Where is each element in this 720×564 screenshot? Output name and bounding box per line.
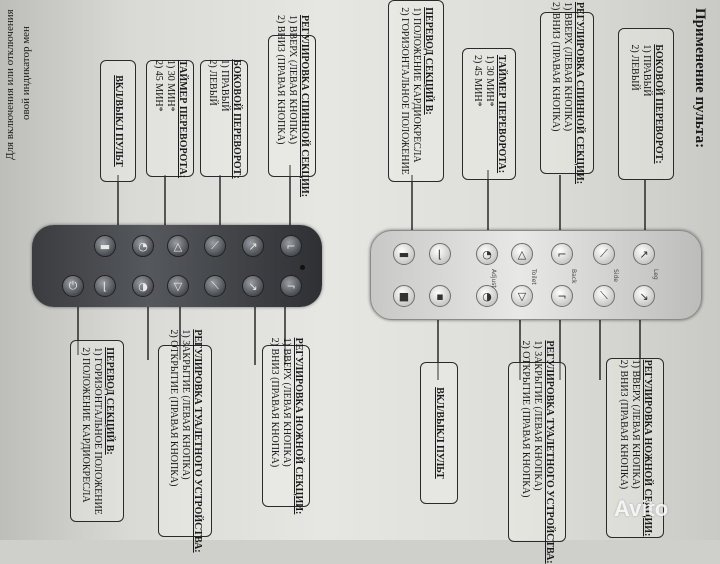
callout-line: 2) ЛЕВЫЙ — [629, 44, 640, 91]
section-cardio-button-dark[interactable]: ⌊ — [94, 275, 116, 297]
callout-line: 1) ГОРИЗОНТАЛЬНОЕ ПОЛОЖЕНИЕ — [92, 347, 103, 515]
callout-power-left: ВКЛ/ВЫКЛ ПУЛЬТ — [100, 60, 136, 182]
leg-down-button[interactable]: ↘ — [633, 285, 655, 307]
callout-title: ТАЙМЕР ПЕРЕВОРОТА: — [177, 59, 188, 178]
label-back: Back — [570, 269, 577, 284]
timer-45-button-dark[interactable]: ◑ — [132, 275, 154, 297]
label-toilet: Toilet — [530, 269, 537, 285]
timer-30-button[interactable]: ◔ — [476, 243, 498, 265]
callout-line: 1) ЗАКРЫТИЕ (ЛЕВАЯ КНОПКА) — [532, 340, 543, 491]
callout-title: РЕГУЛИРОВКА СПИННОЙ СЕКЦИИ: — [299, 14, 310, 198]
callout-line: 2) ОТКРЫТИЕ (ПРАВАЯ КНОПКА) — [520, 340, 531, 498]
callout-line: 2) ПОЛОЖЕНИЕ КАРДИОКРЕСЛА — [80, 347, 91, 503]
label-side: Side — [612, 269, 619, 282]
leg-down-button-dark[interactable]: ↘ — [242, 275, 264, 297]
side-left-button-dark[interactable]: ⟍ — [204, 275, 226, 297]
remote-light: ▬ ■ ⌊ ▪ ◔ ◑ △ ▽ ⌐ ¬ ⟋ ⟍ ↗ ↘ Adjust Toile… — [370, 230, 702, 320]
callout-back-section-left: РЕГУЛИРОВКА СПИННОЙ СЕКЦИИ: 1) ВВЕРХ (ЛЕ… — [268, 15, 316, 197]
label-adjust: Adjust — [490, 269, 497, 288]
remote-dark: ⏻ ▬ ⌊ ◔ ◑ △ ▽ ⟋ ⟍ ↗ ↘ ⌐ ¬ — [32, 225, 322, 307]
back-down-button-dark[interactable]: ¬ — [280, 275, 302, 297]
callout-line: 1) ВВЕРХ (ЛЕВАЯ КНОПКА) — [287, 14, 298, 145]
callout-side-turn: БОКОВОЙ ПЕРЕВОРОТ: 1) ПРАВЫЙ 2) ЛЕВЫЙ — [618, 28, 674, 180]
callout-title: ТАЙМЕР ПЕРЕВОРОТА: — [496, 54, 507, 174]
callout-line: 1) ПРАВЫЙ — [641, 44, 652, 97]
section-flat-button-dark[interactable]: ▬ — [94, 235, 116, 257]
indicator-light — [300, 265, 305, 270]
callout-leg-section: РЕГУЛИРОВКА НОЖНОЙ СЕКЦИИ: 1) ВВЕРХ (ЛЕВ… — [606, 358, 664, 538]
callout-title: РЕГУЛИРОВКА ТУАЛЕТНОГО УСТРОЙСТВА: — [544, 340, 555, 564]
back-up-button-dark[interactable]: ⌐ — [280, 235, 302, 257]
callout-title: ПЕРЕВОД СЕКЦИЙ В: — [104, 347, 115, 455]
side-left-button[interactable]: ⟍ — [593, 285, 615, 307]
callout-power: ВКЛ/ВЫКЛ ПУЛЬТ — [420, 362, 458, 504]
callout-title: ВКЛ/ВЫКЛ ПУЛЬТ — [434, 387, 445, 479]
callout-title: ВКЛ/ВЫКЛ ПУЛЬТ — [113, 75, 124, 167]
toilet-close-button-dark[interactable]: △ — [167, 235, 189, 257]
power-button[interactable]: ▬ — [393, 243, 415, 265]
leg-up-button[interactable]: ↗ — [633, 243, 655, 265]
callout-back-section: РЕГУЛИРОВКА СПИННОЙ СЕКЦИИ: 1) ВВЕРХ (ЛЕ… — [540, 2, 594, 184]
callout-timer-left: ТАЙМЕР ПЕРЕВОРОТА: 1) 30 МИН* 2) 45 МИН* — [146, 59, 194, 178]
timer-30-button-dark[interactable]: ◔ — [132, 235, 154, 257]
callout-line: 2) 45 МИН* — [472, 54, 483, 107]
callout-line: 2) ВНИЗ (ПРАВАЯ КНОПКА) — [269, 337, 280, 468]
callout-line: 1) ПРАВЫЙ — [219, 58, 230, 111]
callout-line: 2) 45 МИН* — [153, 59, 164, 112]
callout-title: РЕГУЛИРОВКА НОЖНОЙ СЕКЦИИ: — [293, 337, 304, 515]
callout-line: 2) ЛЕВЫЙ — [207, 58, 218, 106]
avito-watermark: Avito — [614, 496, 669, 521]
callout-title: РЕГУЛИРОВКА СПИННОЙ СЕКЦИИ: — [574, 1, 585, 185]
power-button-dark[interactable]: ⏻ — [62, 275, 84, 297]
toilet-close-button[interactable]: △ — [511, 243, 533, 265]
callout-toilet-left: РЕГУЛИРОВКА ТУАЛЕТНОГО УСТРОЙСТВА: 1) ЗА… — [158, 329, 212, 553]
callout-section-move-left: ПЕРЕВОД СЕКЦИЙ В: 1) ГОРИЗОНТАЛЬНОЕ ПОЛО… — [70, 340, 124, 522]
callout-title: БОКОВОЙ ПЕРЕВОРОТ: — [653, 44, 664, 164]
timer-45-button[interactable]: ◑ — [476, 285, 498, 307]
toilet-open-button[interactable]: ▽ — [511, 285, 533, 307]
callout-title: БОКОВОЙ ПЕРЕВОРОТ: — [231, 58, 242, 179]
callout-toilet: РЕГУЛИРОВКА ТУАЛЕТНОГО УСТРОЙСТВА: 1) ЗА… — [508, 340, 566, 564]
callout-title: ПЕРЕВОД СЕКЦИЙ В: — [423, 7, 434, 115]
toilet-open-button-dark[interactable]: ▽ — [167, 275, 189, 297]
callout-line: 2) ОТКРЫТИЕ (ПРАВАЯ КНОПКА) — [168, 329, 179, 487]
callout-section-move: ПЕРЕВОД СЕКЦИЙ В: 1) ПОЛОЖЕНИЕ КАРДИОКРЕ… — [388, 0, 444, 182]
back-up-button[interactable]: ⌐ — [551, 243, 573, 265]
callout-line: 2) ВНИЗ (ПРАВАЯ КНОПКА) — [550, 1, 561, 132]
callout-side-turn-left: БОКОВОЙ ПЕРЕВОРОТ: 1) ПРАВЫЙ 2) ЛЕВЫЙ — [200, 58, 248, 179]
callout-title: РЕГУЛИРОВКА ТУАЛЕТНОГО УСТРОЙСТВА: — [192, 329, 203, 553]
callout-leg-section-left: РЕГУЛИРОВКА НОЖНОЙ СЕКЦИИ: 1) ВВЕРХ (ЛЕВ… — [262, 338, 310, 514]
section-flat-button[interactable]: ▪ — [429, 285, 451, 307]
side-right-button[interactable]: ⟋ — [593, 243, 615, 265]
callout-line: 1) ПОЛОЖЕНИЕ КАРДИОКРЕСЛА — [411, 7, 422, 163]
callout-line: 2) ВНИЗ (ПРАВАЯ КНОПКА) — [275, 14, 286, 145]
callout-line: 2) ГОРИЗОНТАЛЬНОЕ ПОЛОЖЕНИЕ — [399, 7, 410, 175]
label-leg: Leg — [652, 269, 659, 280]
callout-line: 1) ЗАКРЫТИЕ (ЛЕВАЯ КНОПКА) — [180, 329, 191, 480]
callout-line: 1) 30 МИН* — [484, 54, 495, 107]
side-right-button-dark[interactable]: ⟋ — [204, 235, 226, 257]
section-cardio-button[interactable]: ⌊ — [429, 243, 451, 265]
callout-line: 1) ВВЕРХ (ЛЕВАЯ КНОПКА) — [562, 1, 573, 132]
leg-up-button-dark[interactable]: ↗ — [242, 235, 264, 257]
back-down-button[interactable]: ¬ — [551, 285, 573, 307]
callout-timer: ТАЙМЕР ПЕРЕВОРОТА: 1) 30 МИН* 2) 45 МИН* — [462, 48, 516, 180]
section-button-a[interactable]: ■ — [393, 285, 415, 307]
callout-line: 1) ВВЕРХ (ЛЕВАЯ КНОПКА) — [281, 337, 292, 467]
callout-line: 1) 30 МИН* — [165, 59, 176, 112]
